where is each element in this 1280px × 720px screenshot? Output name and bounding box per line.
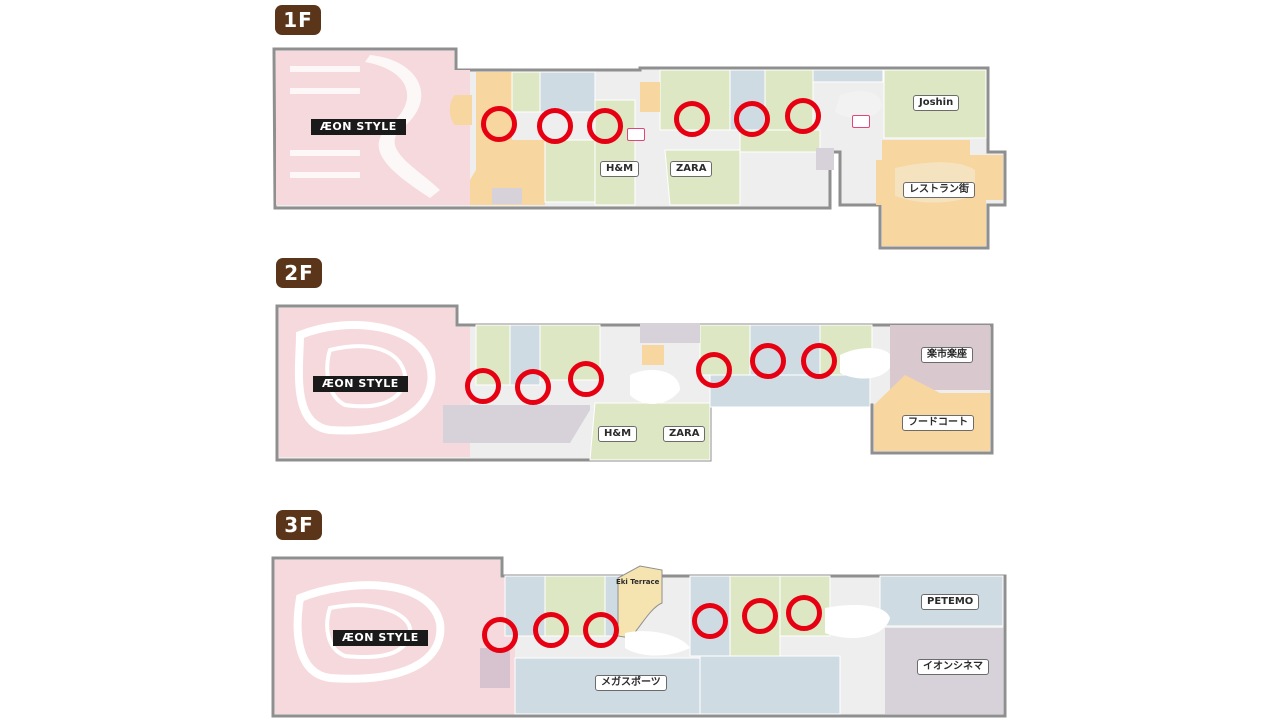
floor-1f-marker-4 [674, 101, 710, 137]
floor-3f-marker-2 [533, 612, 569, 648]
floor-2f-marker-4 [696, 352, 732, 388]
floor-2f-rakuichi-label: 楽市楽座 [921, 347, 973, 363]
floor-2f-map [275, 304, 994, 462]
floor-3f-marker-5 [742, 598, 778, 634]
floor-3f-petemo-label: PETEMO [921, 594, 980, 610]
floor-1f-map [272, 47, 1007, 250]
floor-3f-badge: 3F [276, 510, 322, 540]
floor-1f-badge: 1F [275, 5, 321, 35]
floor-1f-marker-5 [734, 101, 770, 137]
floor-3f-marker-4 [692, 603, 728, 639]
floor-2f-marker-6 [801, 343, 837, 379]
floor-3f-marker-1 [482, 617, 518, 653]
floor-1f-marker-6 [785, 98, 821, 134]
floor-2f-foodcourt-area [874, 375, 990, 451]
floor-2f-hm-label: H&M [598, 426, 638, 442]
floor-1f-restaurant-label: レストラン街 [903, 182, 975, 198]
floor-3f-aeon-style-logo: ÆON STYLE [333, 630, 428, 646]
floor-1f-marker-1 [481, 106, 517, 142]
floor-1f-zara-label: ZARA [670, 161, 713, 177]
floor-3f-marker-3 [583, 612, 619, 648]
floor-2f-aeon-style-logo: ÆON STYLE [313, 376, 408, 392]
floor-3f: 3F ÆON STYLE Eki Terrace PETEMO メガスポーツ イ… [0, 508, 1280, 720]
floor-2f-marker-3 [568, 361, 604, 397]
floor-1f-aeon-style-logo: ÆON STYLE [311, 119, 406, 135]
floor-3f-marker-6 [786, 595, 822, 631]
floor-2f-marker-2 [515, 369, 551, 405]
floor-1f-restroom-icon-2 [852, 115, 870, 128]
floor-2f-marker-5 [750, 343, 786, 379]
floor-1f-marker-3 [587, 108, 623, 144]
floor-2f: 2F ÆON STYLE H&M ZARA 楽市楽座 フードコート [0, 255, 1280, 470]
floor-2f-foodcourt-label: フードコート [902, 415, 974, 431]
floor-3f-cinema-label: イオンシネマ [917, 659, 989, 675]
floor-1f-marker-2 [537, 108, 573, 144]
floor-1f-restroom-icon-1 [627, 128, 645, 141]
floor-1f: 1F ÆON STYLE H&M ZARA Joshin レストラン街 [0, 0, 1280, 260]
floor-3f-megasports-label: メガスポーツ [595, 675, 667, 691]
floor-2f-badge: 2F [276, 258, 322, 288]
floor-1f-hm-label: H&M [600, 161, 640, 177]
floor-2f-zara-label: ZARA [663, 426, 706, 442]
floor-3f-terrace-label: Eki Terrace [616, 578, 660, 586]
floor-2f-parking-ramp [443, 405, 590, 443]
floor-2f-marker-1 [465, 368, 501, 404]
floor-1f-joshin-label: Joshin [913, 95, 960, 111]
